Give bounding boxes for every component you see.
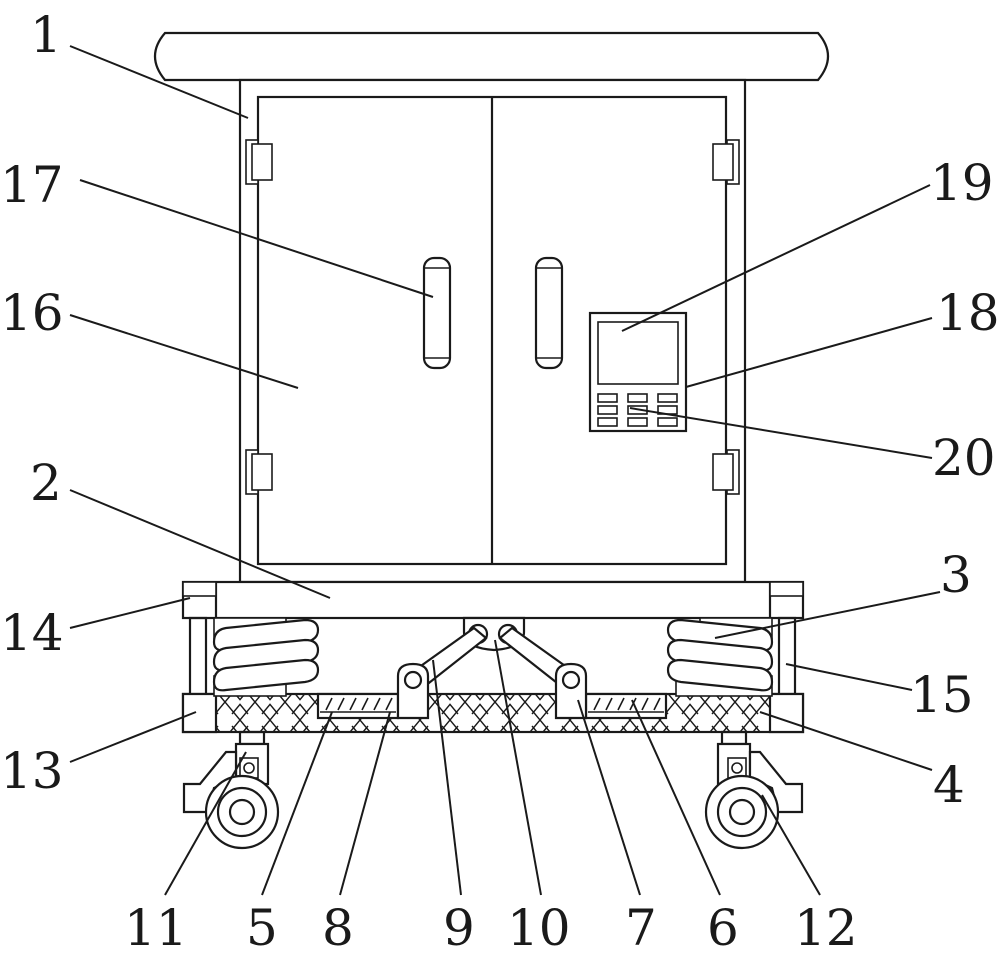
label-4: 4 (933, 756, 965, 814)
upper-plate (181, 580, 805, 620)
wheel-right (704, 730, 804, 850)
label-15: 15 (910, 666, 974, 724)
label-3: 3 (940, 546, 972, 604)
label-20: 20 (932, 429, 996, 487)
label-6: 6 (707, 899, 739, 955)
spring-left (212, 617, 320, 697)
label-5: 5 (246, 899, 278, 955)
control-panel (588, 311, 688, 433)
leader-lines (69, 45, 941, 896)
label-2: 2 (30, 454, 62, 512)
hinges (245, 139, 740, 495)
label-19: 19 (930, 154, 994, 212)
label-14: 14 (0, 604, 64, 662)
part-labels: 1 17 16 2 14 13 11 5 8 9 10 7 6 12 4 15 … (0, 6, 1000, 955)
top-cap (153, 31, 830, 82)
label-11: 11 (124, 899, 188, 955)
label-10: 10 (507, 899, 571, 955)
label-12: 12 (794, 899, 858, 955)
label-18: 18 (936, 284, 1000, 342)
label-17: 17 (0, 156, 64, 214)
label-16: 16 (0, 284, 64, 342)
label-8: 8 (322, 899, 354, 955)
label-13: 13 (0, 742, 64, 800)
label-1: 1 (30, 6, 62, 64)
label-9: 9 (443, 899, 475, 955)
linkage (396, 616, 588, 720)
door-handles (422, 256, 564, 370)
base-plate (181, 692, 805, 734)
label-7: 7 (625, 899, 657, 955)
wheel-left (182, 730, 280, 850)
spring-right (666, 617, 774, 697)
